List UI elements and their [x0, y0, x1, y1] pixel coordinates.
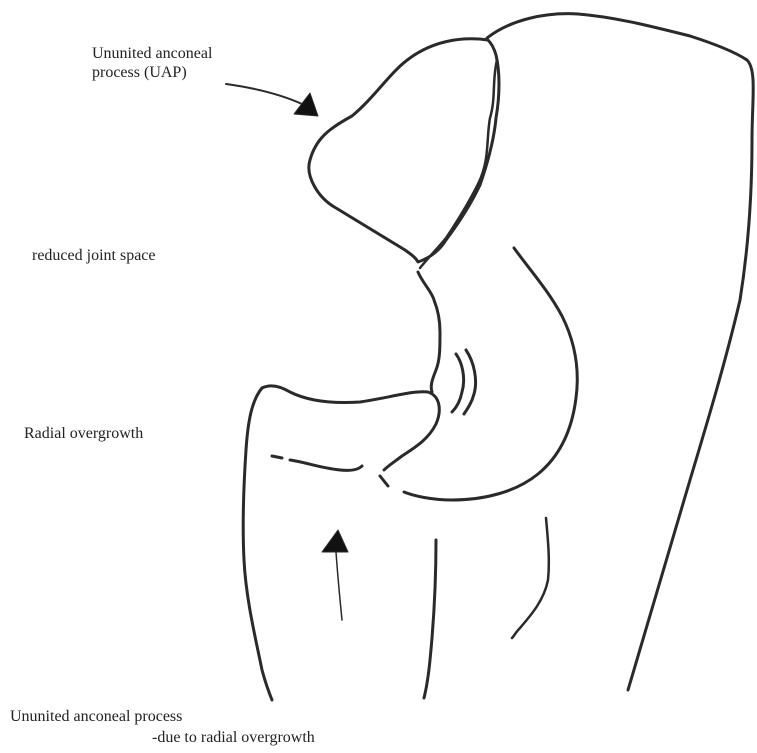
ulna-outline — [487, 14, 753, 690]
uap-arrowhead — [294, 93, 318, 116]
trochlear-notch — [418, 272, 440, 392]
radial-arrow-shaft — [336, 552, 342, 620]
radial-arrowhead — [322, 530, 348, 552]
radius-head — [262, 386, 439, 470]
trochlear-contour-right — [404, 248, 577, 500]
joint-space-arc-2 — [464, 350, 476, 414]
radius-shaft-right — [424, 540, 436, 698]
physis-line — [272, 456, 282, 458]
physis-line-2 — [290, 460, 362, 470]
radius-shaft-left — [243, 388, 272, 700]
uap-label-line2: process (UAP) — [92, 64, 187, 81]
anconeal-process-fragment — [309, 39, 499, 262]
caption-line2: -due to radial overgrowth — [152, 728, 315, 747]
joint-space-label: reduced joint space — [32, 246, 156, 265]
uap-label-line1: Ununited anconeal — [92, 45, 212, 62]
radial-overgrowth-label: Radial overgrowth — [24, 424, 143, 443]
caption-line1: Ununited anconeal process — [10, 707, 182, 726]
joint-space-arc-1 — [452, 354, 464, 412]
uap-arrow-shaft — [226, 84, 302, 104]
uap-label: Ununited anconeal process (UAP) — [92, 44, 212, 82]
fracture-line — [420, 60, 497, 268]
physis-line-3 — [380, 476, 388, 486]
ulna-shaft-line — [512, 518, 549, 638]
